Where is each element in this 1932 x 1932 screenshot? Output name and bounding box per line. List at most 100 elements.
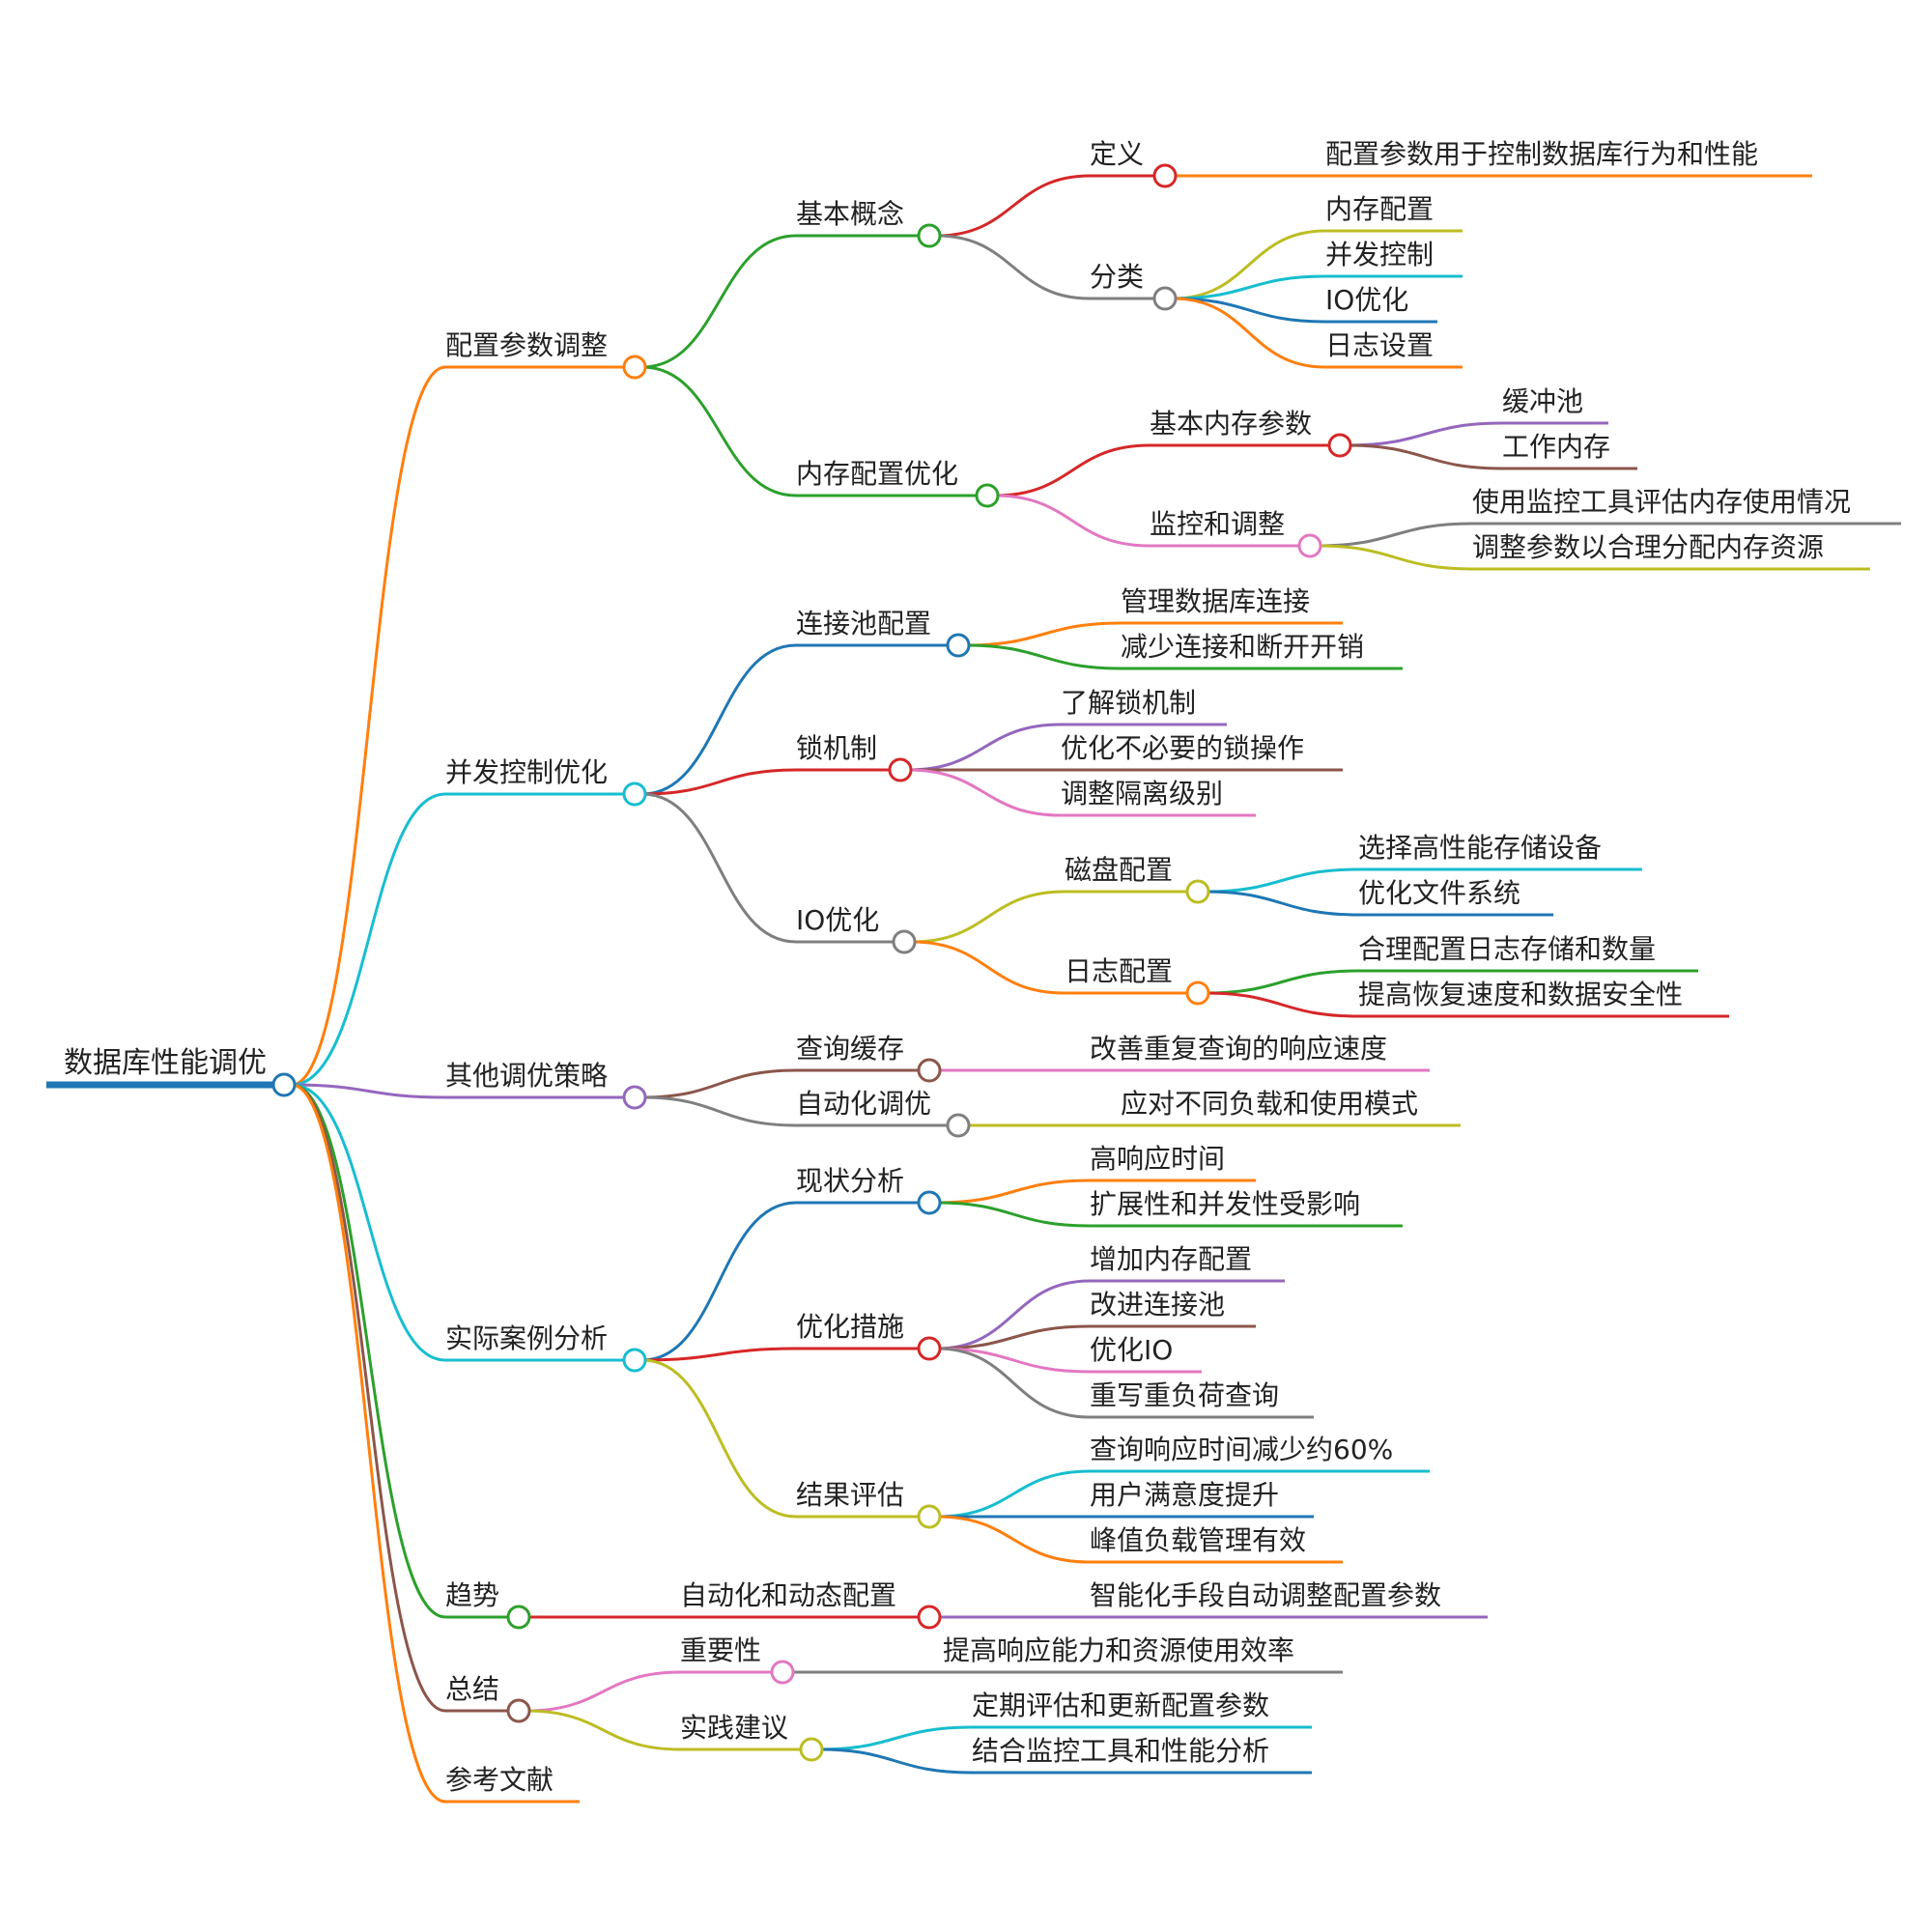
node-circle-n1[interactable] (622, 355, 647, 380)
node-circle-n2[interactable] (622, 781, 647, 807)
link-n1b2 (994, 494, 1310, 548)
node-circle-n4a[interactable] (917, 1190, 942, 1215)
node-label-n2a: 连接池配置 (796, 608, 931, 639)
node-label-n1a2a: 内存配置 (1325, 193, 1434, 225)
node-label-n1b1a: 缓冲池 (1502, 385, 1583, 417)
link-n4a1 (936, 1179, 1256, 1205)
node-label-n2a1: 管理数据库连接 (1121, 585, 1310, 617)
node-label-n2a2: 减少连接和断开开销 (1121, 631, 1364, 663)
node-label-n6b: 实践建议 (680, 1712, 788, 1744)
link-n2b1 (907, 723, 1227, 772)
node-label-n1b2b: 调整参数以合理分配内存资源 (1472, 531, 1824, 563)
node-circle-n1b2[interactable] (1297, 533, 1322, 558)
node-circle-n2c2[interactable] (1185, 980, 1210, 1006)
link-n2c2b (1205, 991, 1729, 1018)
node-label-n1b1b: 工作内存 (1502, 431, 1610, 463)
mind-map-node-circles (271, 163, 1352, 1762)
link-n4c1 (936, 1469, 1430, 1519)
node-label-n1a1: 定义 (1090, 138, 1144, 170)
node-label-n2c2b: 提高恢复速度和数据安全性 (1358, 979, 1683, 1010)
node-circle-n2c1[interactable] (1185, 879, 1210, 904)
node-label-n3b: 自动化调优 (796, 1088, 931, 1120)
node-label-n3a1: 改善重复查询的响应速度 (1090, 1033, 1387, 1065)
node-circle-n4[interactable] (622, 1348, 647, 1373)
node-circle-n3b[interactable] (946, 1113, 971, 1138)
node-circle-n4b[interactable] (917, 1336, 942, 1361)
link-n3b (641, 1095, 958, 1127)
link-n2c1a (1205, 867, 1642, 894)
root-node-circle[interactable] (271, 1072, 297, 1097)
node-label-n2c2a: 合理配置日志存储和数量 (1358, 933, 1656, 965)
link-n4a2 (936, 1201, 1403, 1228)
node-circle-n6b[interactable] (799, 1737, 824, 1762)
link-n7 (291, 1083, 580, 1804)
node-circle-n6[interactable] (506, 1698, 531, 1723)
link-n4c3 (936, 1515, 1343, 1564)
node-label-n1a1x: 配置参数用于控制数据库行为和性能 (1325, 138, 1758, 170)
node-label-n1a: 基本概念 (796, 198, 904, 230)
link-n1a1 (936, 174, 1165, 238)
node-label-n1: 配置参数调整 (445, 329, 608, 361)
node-label-n6: 总结 (445, 1673, 499, 1705)
node-label-n2b: 锁机制 (796, 732, 877, 764)
node-label-n1b2: 监控和调整 (1150, 508, 1285, 540)
node-circle-n2a[interactable] (946, 633, 971, 658)
node-circle-n1a1[interactable] (1152, 163, 1178, 188)
node-circle-n2c[interactable] (892, 929, 917, 954)
node-label-n6a1: 提高响应能力和资源使用效率 (943, 1634, 1294, 1666)
node-circle-n1a2[interactable] (1152, 286, 1178, 311)
link-n1b1b (1347, 443, 1637, 470)
link-n2c2 (911, 940, 1198, 995)
node-label-n2c1b: 优化文件系统 (1358, 877, 1520, 909)
link-n2c (641, 792, 904, 944)
node-circle-n3a[interactable] (917, 1058, 942, 1083)
node-label-n3b1: 应对不同负载和使用模式 (1121, 1088, 1418, 1120)
node-label-n5: 趋势 (445, 1579, 499, 1611)
node-circle-n4c[interactable] (917, 1504, 942, 1529)
link-n2a2 (965, 643, 1403, 670)
node-label-n1a2: 分类 (1090, 261, 1144, 293)
node-label-n6b1: 定期评估和更新配置参数 (972, 1690, 1269, 1721)
link-n4b (641, 1347, 929, 1362)
node-label-n2b2: 优化不必要的锁操作 (1061, 732, 1304, 764)
node-label-n3: 其他调优策略 (445, 1060, 608, 1092)
node-label-n4a1: 高响应时间 (1090, 1143, 1225, 1175)
node-label-n4b4: 重写重负荷查询 (1090, 1379, 1279, 1411)
node-label-n2c: IO优化 (796, 904, 879, 936)
link-n4 (291, 1083, 635, 1362)
node-circle-n3[interactable] (622, 1085, 647, 1110)
node-label-n2: 并发控制优化 (445, 756, 608, 788)
link-n6a (526, 1670, 782, 1713)
node-circle-n6a[interactable] (770, 1660, 795, 1685)
node-label-n2c1: 磁盘配置 (1065, 854, 1173, 886)
node-circle-n1a[interactable] (917, 223, 942, 248)
link-n2a (641, 643, 958, 796)
link-n1a2d (1172, 297, 1463, 369)
link-n3a (641, 1068, 929, 1099)
node-label-n4: 实际案例分析 (445, 1322, 608, 1354)
link-n2c1 (911, 890, 1198, 944)
link-n6b1 (818, 1725, 1312, 1751)
node-label-n2c2: 日志配置 (1065, 955, 1173, 987)
node-circle-n1b[interactable] (975, 483, 1000, 508)
link-n4a (641, 1201, 929, 1362)
node-circle-n1b1[interactable] (1327, 433, 1352, 458)
node-label-n6b2: 结合监控工具和性能分析 (972, 1735, 1269, 1767)
link-n1 (291, 365, 635, 1087)
link-n1b2a (1317, 522, 1901, 548)
node-circle-n5a[interactable] (917, 1605, 942, 1630)
node-label-n4a2: 扩展性和并发性受影响 (1090, 1188, 1360, 1220)
node-circle-n2b[interactable] (888, 757, 913, 782)
node-label-n4b3: 优化IO (1090, 1334, 1173, 1366)
link-n1a2 (936, 234, 1165, 300)
link-n1a2b (1172, 274, 1463, 300)
link-n5 (291, 1083, 519, 1619)
node-label-n7: 参考文献 (445, 1764, 554, 1796)
link-n4b4 (936, 1347, 1314, 1419)
link-n3 (291, 1083, 635, 1099)
node-label-n5a1: 智能化手段自动调整配置参数 (1090, 1579, 1441, 1611)
node-label-n1b1: 基本内存参数 (1150, 408, 1312, 440)
node-label-n4c: 结果评估 (796, 1479, 904, 1511)
node-circle-n5[interactable] (506, 1605, 531, 1630)
node-label-n4c3: 峰值负载管理有效 (1090, 1524, 1306, 1556)
